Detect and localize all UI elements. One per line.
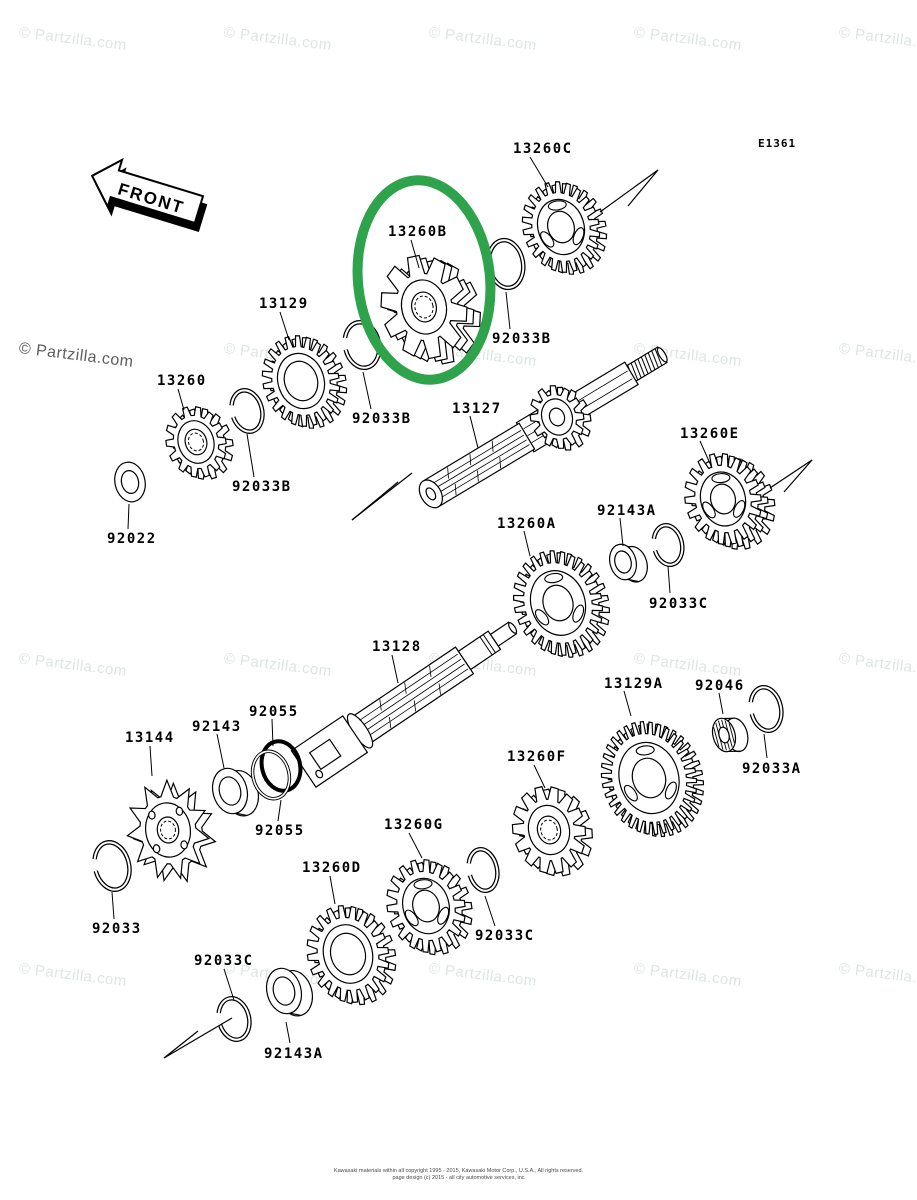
footer-line-2: page design (c) 2015 - all city automoti… — [392, 1175, 525, 1181]
leader-line — [667, 565, 671, 594]
gear-13144 — [126, 778, 217, 883]
leader-line — [410, 239, 420, 269]
leader-line — [111, 891, 115, 920]
circlip-92033C-mid — [466, 847, 500, 893]
part-label-13260G[interactable]: 13260G — [384, 817, 444, 833]
bushing-92143A-top — [609, 543, 648, 583]
part-label-13260C[interactable]: 13260C — [513, 141, 573, 157]
part-label-92143A_top[interactable]: 92143A — [597, 503, 657, 519]
leader-line — [271, 718, 274, 747]
direction-arrow — [769, 459, 813, 493]
leader-line — [623, 690, 632, 717]
gear-13260E — [684, 452, 776, 550]
gear-13260B — [380, 254, 481, 365]
leader-line — [277, 799, 282, 822]
circlip-92033C-bottom — [216, 996, 252, 1042]
part-label-92033C_bottom[interactable]: 92033C — [194, 953, 254, 969]
washer-92022 — [114, 461, 146, 503]
part-label-92022[interactable]: 92022 — [107, 531, 157, 547]
leader-line — [177, 388, 185, 411]
footer-line-1: Kawasaki materials within all copyright … — [333, 1168, 584, 1174]
leader-line — [469, 415, 479, 449]
part-label-92033B_left[interactable]: 92033B — [232, 479, 292, 495]
part-label-13260B[interactable]: 13260B — [388, 224, 448, 240]
leader-line — [362, 371, 372, 410]
gear-13127-pinion — [529, 385, 592, 451]
leader-line — [619, 517, 624, 547]
leader-line — [523, 530, 531, 557]
part-label-92033B_mid[interactable]: 92033B — [352, 411, 412, 427]
part-label-92143A_bottom[interactable]: 92143A — [264, 1046, 324, 1062]
part-label-92055_bottom[interactable]: 92055 — [255, 823, 305, 839]
leader-line — [279, 311, 290, 341]
gear-13129A — [600, 721, 705, 838]
part-label-92046[interactable]: 92046 — [695, 678, 745, 694]
part-label-92033C_top[interactable]: 92033C — [649, 596, 709, 612]
diagram-code: E1361 — [758, 137, 796, 150]
o-ring-92055 — [250, 739, 303, 801]
part-label-13129A[interactable]: 13129A — [604, 676, 664, 692]
part-label-13260D[interactable]: 13260D — [302, 860, 362, 876]
gear-13260G — [386, 858, 473, 956]
leader-line — [127, 503, 130, 530]
part-label-92055_top[interactable]: 92055 — [249, 704, 299, 720]
circlip-92033 — [92, 840, 132, 892]
leader-line — [699, 440, 713, 469]
direction-arrow — [351, 472, 413, 521]
leader-line — [223, 968, 235, 1001]
front-arrow: FRONT — [90, 157, 208, 232]
part-label-13260A[interactable]: 13260A — [497, 516, 557, 532]
bushing-92143A-bottom — [265, 967, 314, 1017]
circlip-92033B-left — [229, 388, 265, 434]
part-label-92143[interactable]: 92143 — [192, 719, 242, 735]
leader-line — [391, 654, 399, 684]
part-label-13260E[interactable]: 13260E — [680, 426, 740, 442]
footer-copyright: Kawasaki materials within all copyright … — [0, 1168, 917, 1182]
highlight-ellipse — [352, 175, 496, 385]
circlip-92033A — [748, 685, 784, 733]
circlip-92033B-right — [486, 237, 526, 291]
leader-line — [484, 895, 496, 927]
needle-bearing-92046 — [711, 717, 749, 753]
bushing-92143 — [211, 767, 260, 817]
leader-line — [329, 875, 336, 905]
part-label-13127[interactable]: 13127 — [452, 401, 502, 417]
part-label-92033A[interactable]: 92033A — [742, 761, 802, 777]
gear-13260F — [511, 785, 593, 877]
gear-13129 — [261, 335, 348, 429]
circlip-92033C-top — [651, 522, 685, 568]
part-label-13260F[interactable]: 13260F — [507, 749, 567, 765]
leader-line — [533, 764, 546, 789]
leader-line — [763, 733, 768, 759]
gear-13260C — [521, 181, 608, 275]
leader-line — [216, 733, 225, 769]
part-label-13144[interactable]: 13144 — [125, 730, 175, 746]
part-label-92033[interactable]: 92033 — [92, 921, 142, 937]
leader-line — [505, 291, 511, 330]
part-label-13129[interactable]: 13129 — [259, 296, 309, 312]
part-label-92033B_right[interactable]: 92033B — [492, 331, 552, 347]
part-label-13260[interactable]: 13260 — [157, 373, 207, 389]
leader-line — [246, 433, 255, 478]
gear-13260D — [306, 904, 397, 1006]
direction-arrow — [163, 1017, 233, 1059]
shaft-13128 — [290, 621, 518, 788]
direction-arrow — [599, 169, 659, 213]
leader-line — [149, 745, 153, 777]
leader-line — [718, 692, 724, 715]
leader-line — [408, 832, 423, 859]
gear-13260 — [165, 406, 234, 480]
part-label-92033C_mid[interactable]: 92033C — [475, 928, 535, 944]
gear-13260A — [512, 550, 610, 658]
leader-line — [529, 156, 549, 188]
part-label-13128[interactable]: 13128 — [372, 639, 422, 655]
leader-line — [285, 1021, 291, 1044]
